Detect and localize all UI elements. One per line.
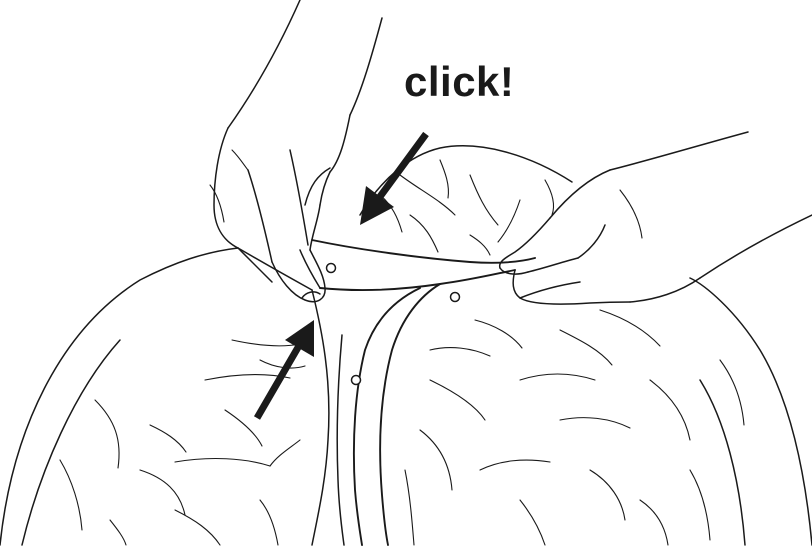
snap-placket (300, 240, 535, 545)
left-hand (210, 0, 382, 302)
snap-button (327, 264, 336, 273)
snap-buttons (327, 264, 460, 385)
arrow-up-right-icon (257, 320, 314, 418)
snap-button (352, 376, 361, 385)
fabric-folds (60, 160, 744, 545)
fabric-left-panel (0, 248, 329, 545)
snap-button (451, 293, 460, 302)
right-hand (500, 132, 812, 304)
click-annotation-label: click! (404, 58, 514, 106)
